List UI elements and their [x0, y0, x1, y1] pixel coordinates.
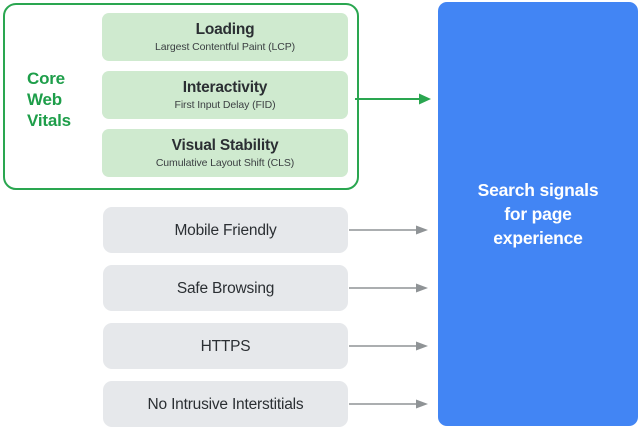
signal-label: Mobile Friendly [174, 221, 277, 239]
signal-card-no-intrusive-interstitials: No Intrusive Interstitials [103, 381, 348, 427]
metric-card-loading: Loading Largest Contentful Paint (LCP) [102, 13, 348, 61]
signal-label: HTTPS [200, 337, 251, 355]
gray-arrow-icon [349, 225, 428, 235]
metric-card-interactivity: Interactivity First Input Delay (FID) [102, 71, 348, 119]
core-web-vitals-label-line-2: Web [27, 90, 62, 109]
metric-subtitle: Largest Contentful Paint (LCP) [155, 41, 295, 53]
destination-title-line-3: experience [493, 228, 583, 248]
green-arrow-icon [355, 93, 431, 105]
core-web-vitals-label-line-3: Vitals [27, 111, 71, 130]
destination-panel-search-signals: Search signals for page experience [438, 2, 638, 426]
signal-label: No Intrusive Interstitials [147, 395, 304, 413]
destination-panel-title: Search signals for page experience [458, 178, 618, 250]
metric-title: Interactivity [182, 79, 268, 96]
signal-card-https: HTTPS [103, 323, 348, 369]
gray-arrow-icon [349, 283, 428, 293]
metric-title: Loading [195, 21, 255, 38]
metric-subtitle: First Input Delay (FID) [174, 99, 276, 111]
metric-card-visual-stability: Visual Stability Cumulative Layout Shift… [102, 129, 348, 177]
signal-label: Safe Browsing [176, 279, 275, 297]
metric-subtitle: Cumulative Layout Shift (CLS) [155, 157, 295, 169]
gray-arrow-icon [349, 399, 428, 409]
core-web-vitals-label-line-1: Core [27, 69, 65, 88]
metric-title: Visual Stability [171, 137, 279, 154]
destination-title-line-2: for page [504, 204, 572, 224]
signal-card-mobile-friendly: Mobile Friendly [103, 207, 348, 253]
signal-card-safe-browsing: Safe Browsing [103, 265, 348, 311]
core-web-vitals-label: Core Web Vitals [27, 68, 99, 131]
gray-arrow-icon [349, 341, 428, 351]
destination-title-line-1: Search signals [477, 180, 599, 200]
